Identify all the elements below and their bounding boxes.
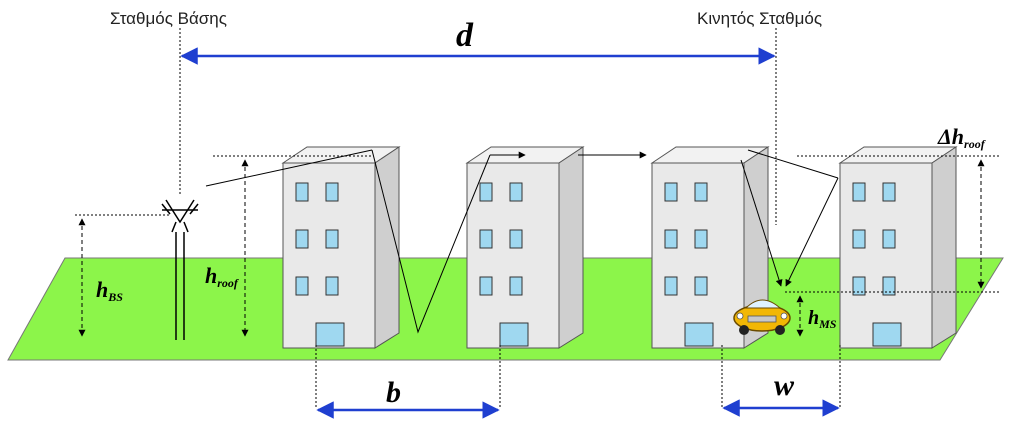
distance-d-label: d <box>456 17 474 54</box>
building-4 <box>839 146 957 349</box>
distance-b-label: b <box>386 376 401 409</box>
building-1 <box>282 146 400 349</box>
base-station-antenna-icon <box>161 199 199 340</box>
height-bs-label: hBS <box>96 277 123 304</box>
car-icon <box>733 299 791 335</box>
delta-height-label: Δhroof <box>937 124 986 151</box>
height-roof-label: hroof <box>205 263 239 290</box>
building-2 <box>466 146 584 349</box>
base-station-label: Σταθμός Βάσης <box>110 9 227 28</box>
mobile-station-label: Κινητός Σταθμός <box>697 9 822 28</box>
height-ms-label: hMS <box>808 307 837 331</box>
distance-w-label: w <box>774 369 795 402</box>
propagation-rays <box>205 149 839 334</box>
